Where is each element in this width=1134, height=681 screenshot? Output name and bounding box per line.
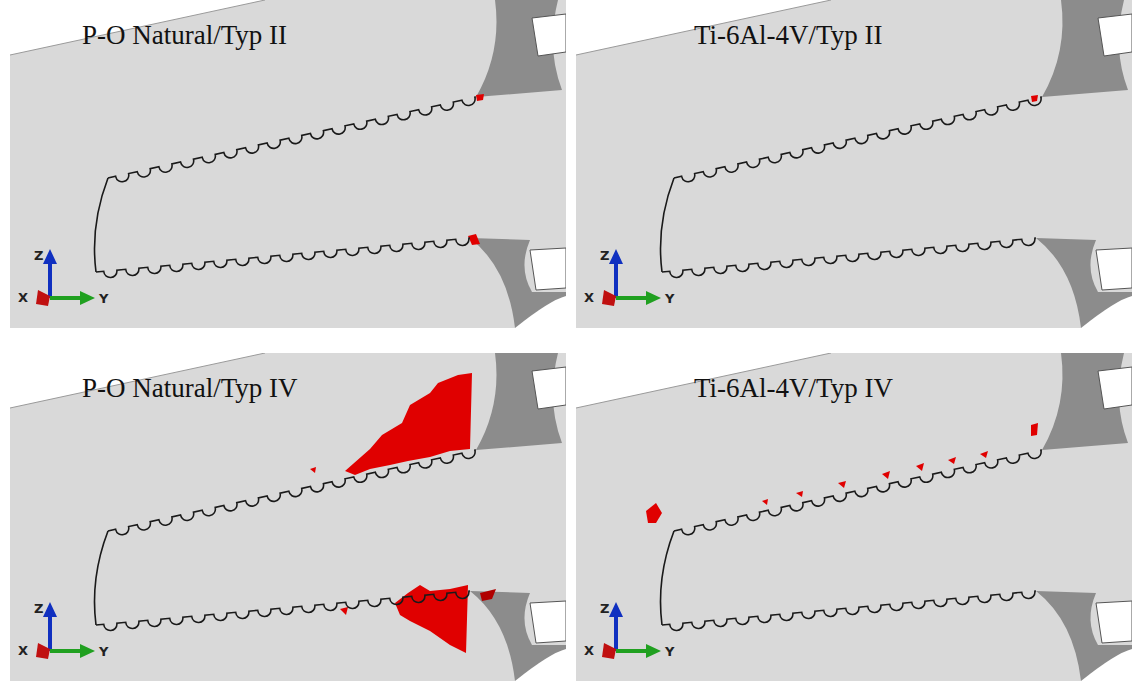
axis-label: X <box>584 290 594 305</box>
panel-title: Ti-6Al-4V/Typ IV <box>694 373 893 404</box>
axis-label: Z <box>34 601 43 616</box>
panel-title: Ti-6Al-4V/Typ II <box>694 20 882 51</box>
axis-label: Y <box>99 644 108 659</box>
simulation-panel: P-O Natural/Typ IV Z X Y <box>10 353 566 681</box>
axis-label: Z <box>600 248 609 263</box>
simulation-panel: Ti-6Al-4V/Typ IV Z X Y <box>576 353 1132 681</box>
axis-label: Z <box>600 601 609 616</box>
panel-title: P-O Natural/Typ II <box>82 20 287 51</box>
axis-label: Z <box>34 248 43 263</box>
simulation-panel: P-O Natural/Typ II Z X Y <box>10 0 566 328</box>
panel-title: P-O Natural/Typ IV <box>82 373 298 404</box>
axis-label: Y <box>665 644 674 659</box>
axis-label: X <box>18 290 28 305</box>
axis-label: X <box>584 643 594 658</box>
axis-label: X <box>18 643 28 658</box>
axis-label: Y <box>665 291 674 306</box>
simulation-panel: Ti-6Al-4V/Typ II Z X Y <box>576 0 1132 328</box>
axis-label: Y <box>99 291 108 306</box>
